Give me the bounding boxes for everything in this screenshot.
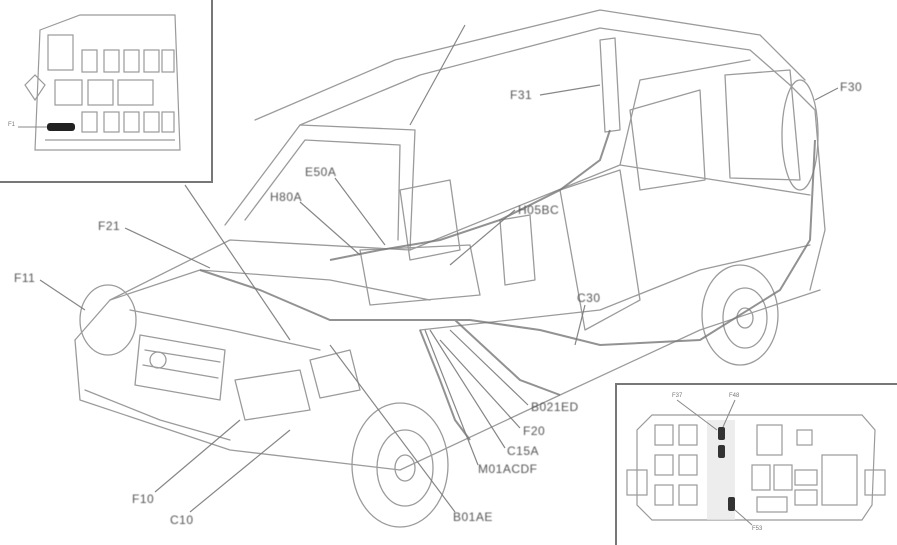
inset-label-f53: F53 [752, 526, 763, 532]
label-f21: F21 [98, 219, 121, 233]
label-f30: F30 [840, 80, 863, 94]
label-b021ed: B021ED [531, 400, 579, 414]
label-f10: F10 [132, 492, 155, 506]
fuse-f48-a [718, 427, 725, 440]
fusebox-drawing-2 [626, 399, 886, 526]
engine-fusebox-inset: F1 [0, 0, 213, 183]
label-m01acdf: M01ACDF [478, 462, 538, 476]
fuse-f53 [728, 497, 735, 511]
label-h80a: H80A [270, 190, 303, 204]
inset-label-f48: F48 [729, 393, 740, 399]
fusebox-drawing [18, 14, 181, 151]
inset-label-f1: F1 [8, 122, 16, 128]
fuse-f1 [47, 123, 75, 131]
label-c10: C10 [170, 513, 194, 527]
label-e50a: E50A [305, 165, 337, 179]
label-c15a: C15A [507, 444, 540, 458]
interior-fusebox-inset: F37 F48 F53 [615, 383, 897, 545]
label-b01ae: B01AE [453, 510, 493, 524]
inset-label-f37: F37 [672, 393, 683, 399]
fuse-f48-b [718, 445, 725, 458]
label-f11: F11 [14, 271, 36, 285]
label-c30: C30 [577, 291, 601, 305]
label-f31: F31 [510, 88, 533, 102]
label-f20: F20 [523, 424, 546, 438]
label-h05bc: H05BC [518, 203, 560, 217]
